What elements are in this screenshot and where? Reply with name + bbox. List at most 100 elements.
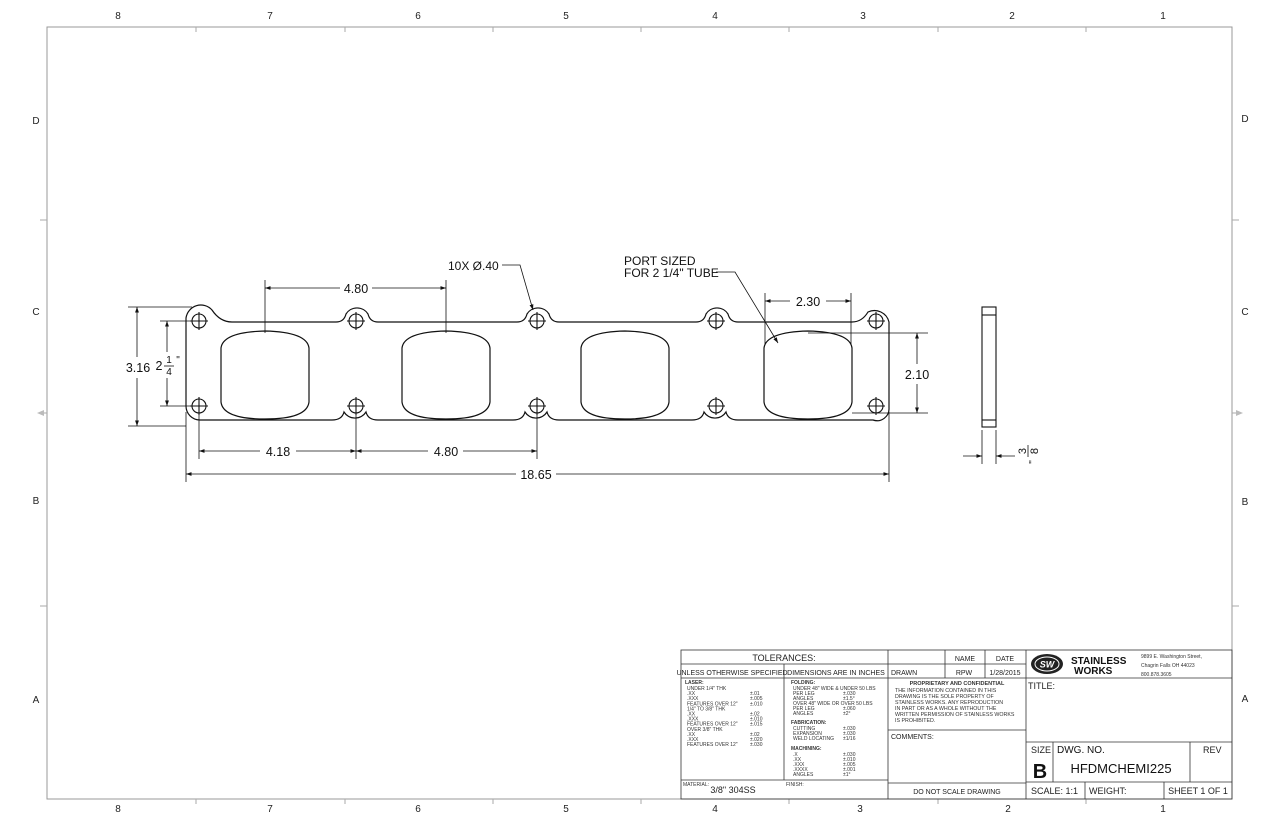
exhaust-port [220, 330, 310, 420]
company-address-line1: 9899 E. Washington Street, [1141, 654, 1202, 660]
drawn-name: RPW [956, 670, 973, 677]
zone-labels-left: D C B A [32, 116, 39, 706]
exhaust-port [401, 330, 491, 420]
tolerance-label: PER LEG [793, 691, 815, 697]
flange-side-view [981, 306, 997, 428]
dim-bottom-left: 4.18 [266, 445, 290, 459]
logo-mark: SW [1040, 660, 1056, 670]
dim-thickness: 3 8 " [1017, 445, 1041, 464]
dim-bottom-mid: 4.80 [434, 445, 458, 459]
bolt-hole [707, 312, 725, 330]
zone-row-label: D [32, 116, 39, 127]
tolerance-label: PER LEG [793, 706, 815, 712]
tolerance-value: ±2° [843, 711, 851, 717]
tolerance-value: ±1.5° [843, 696, 855, 702]
tolerance-value: ±.030 [843, 726, 856, 732]
dwg-no-label: DWG. NO. [1057, 745, 1105, 756]
zone-col-label: 3 [857, 804, 863, 815]
drawn-label: DRAWN [891, 670, 917, 677]
tolerance-label: .XXX [793, 762, 805, 768]
exhaust-port [763, 330, 853, 420]
zone-col-label: 5 [563, 11, 569, 22]
tolerance-value: ±1/16 [843, 736, 856, 742]
weight-label: WEIGHT: [1089, 786, 1127, 796]
tolerance-label: .XX [793, 757, 802, 763]
tolerance-label: ANGLES [793, 696, 814, 702]
zone-col-label: 2 [1005, 804, 1011, 815]
svg-text:4: 4 [166, 367, 172, 378]
tolerance-label: EXPANSION [793, 731, 822, 737]
zone-row-label: C [32, 307, 39, 318]
flange-outline [185, 304, 890, 422]
tolerance-value: ±.005 [843, 762, 856, 768]
zone-col-label: 6 [415, 11, 421, 22]
svg-text:": " [176, 355, 180, 366]
bolt-hole [707, 397, 725, 415]
svg-text:8: 8 [1029, 448, 1041, 454]
bolt-hole [528, 312, 546, 330]
material-label: MATERIAL: [683, 782, 709, 788]
bolt-hole [190, 312, 208, 330]
zone-labels-right: D C B A [1241, 114, 1248, 705]
size-value: B [1033, 761, 1047, 783]
tolerance-label: ANGLES [793, 711, 814, 717]
tolerance-label: UNDER 1/4" THK [687, 686, 727, 692]
tolerance-value: ±.005 [750, 696, 763, 702]
title-block-text: TOLERANCES: UNLESS OTHERWISE SPECIFIED D… [676, 653, 1227, 796]
tolerance-value: ±.015 [750, 722, 763, 728]
title-block [680, 649, 1233, 800]
company-address-line3: 800.878.3605 [1141, 672, 1172, 678]
tolerance-label: CUTTING [793, 726, 815, 732]
proprietary-line: DRAWING IS THE SOLE PROPERTY OF [895, 694, 994, 700]
tolerance-value: ±.060 [843, 706, 856, 712]
zone-col-label: 1 [1160, 804, 1166, 815]
dim-port-width: 2.30 [796, 295, 820, 309]
drawn-date: 1/28/2015 [989, 670, 1020, 677]
tolerance-label: .XXX [687, 717, 699, 723]
folding-title: FOLDING: [791, 680, 815, 686]
tolerance-label: FEATURES OVER 12" [687, 722, 738, 728]
proprietary-line: THE INFORMATION CONTAINED IN THIS [895, 688, 997, 694]
unless-otherwise: UNLESS OTHERWISE SPECIFIED [676, 670, 787, 677]
tolerance-label: .XXX [687, 696, 699, 702]
svg-text:": " [1028, 460, 1039, 464]
tolerance-label: ANGLES [793, 772, 814, 778]
bolt-holes [190, 312, 885, 415]
zone-row-label: B [33, 496, 40, 507]
zone-col-label: 4 [712, 11, 718, 22]
zone-col-label: 1 [1160, 11, 1166, 22]
svg-text:1: 1 [166, 355, 172, 366]
tolerance-value: ±.02 [750, 712, 760, 718]
proprietary-line: WRITTEN PERMISSION OF STAINLESS WORKS [895, 712, 1015, 718]
bolt-hole [528, 397, 546, 415]
proprietary-line: IN PART OR AS A WHOLE WITHOUT THE [895, 706, 997, 712]
tolerance-value: ±.001 [843, 767, 856, 773]
machining-title: MACHINING: [791, 746, 822, 752]
tolerance-value: ±.010 [843, 757, 856, 763]
exhaust-port [580, 330, 670, 420]
sheet-label: SHEET 1 OF 1 [1168, 786, 1228, 796]
zone-col-label: 7 [267, 804, 273, 815]
zone-col-label: 4 [712, 804, 718, 815]
hole-callout: 10X Ø.40 [448, 259, 499, 273]
tolerance-label: FEATURES OVER 12" [687, 742, 738, 748]
title-label: TITLE: [1028, 681, 1055, 691]
rev-label: REV [1203, 745, 1222, 755]
tolerance-label: OVER 48" WIDE OR OVER 50 LBS [793, 701, 873, 707]
tolerance-label: .XXXX [793, 767, 808, 773]
do-not-scale: DO NOT SCALE DRAWING [913, 789, 1001, 796]
tolerance-value: ±.030 [843, 691, 856, 697]
bolt-hole [347, 397, 365, 415]
tolerance-value: ±1° [843, 772, 851, 778]
dim-port-pitch-top: 4.80 [344, 282, 368, 296]
tolerance-label: WELD LOCATING [793, 736, 834, 742]
port-note-line1: PORT SIZED [624, 254, 696, 268]
exhaust-ports [220, 330, 853, 420]
zone-labels-bottom: 8 7 6 5 4 3 2 1 [115, 804, 1166, 815]
svg-text:2: 2 [156, 359, 163, 373]
dimension-lines [128, 264, 1015, 482]
machining-tolerances: .X±.030.XX±.010.XXX±.005.XXXX±.001ANGLES… [793, 752, 856, 778]
company-logo: SW [1031, 654, 1063, 674]
